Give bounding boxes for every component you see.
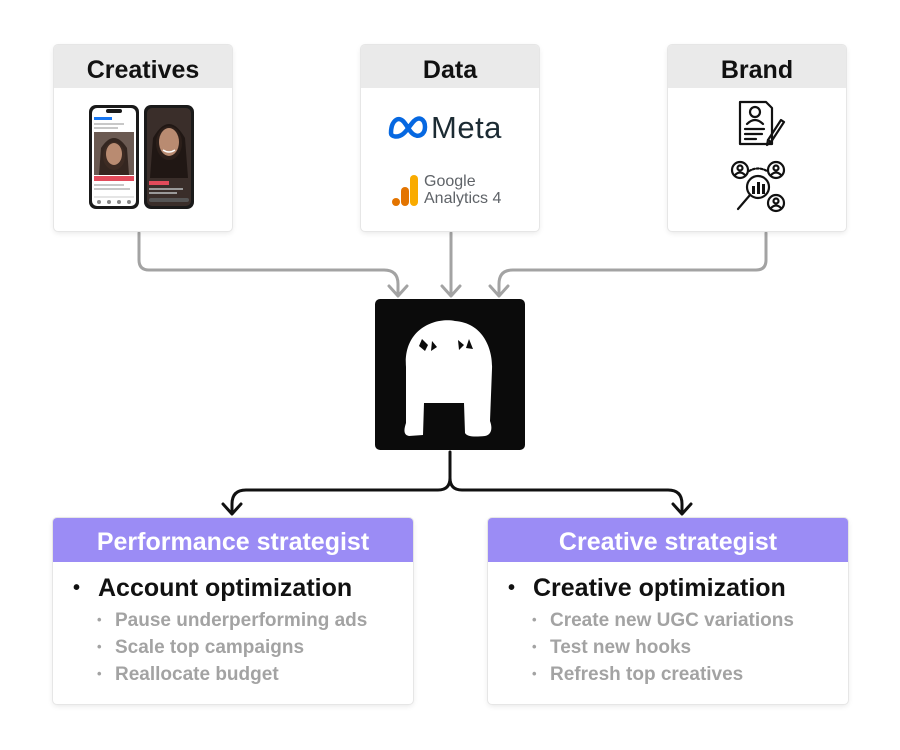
list-item: • Create new UGC variations	[532, 610, 794, 632]
arrowhead-data	[440, 284, 462, 298]
list-item-label: Pause underperforming ads	[115, 610, 368, 631]
creative-main-item: • Creative optimization	[508, 574, 786, 603]
arrowhead-brand	[488, 284, 510, 298]
list-item-label: Refresh top creatives	[550, 664, 744, 685]
list-item: • Reallocate budget	[97, 664, 279, 686]
bullet-icon: •	[97, 666, 102, 681]
list-item: • Scale top campaigns	[97, 637, 304, 659]
audience-analytics-icon	[730, 160, 786, 213]
performance-strategist-card: Performance strategist • Account optimiza…	[53, 518, 413, 704]
creatives-title: Creatives	[54, 45, 232, 88]
list-item: • Test new hooks	[532, 637, 691, 659]
connector-to-performance	[230, 450, 452, 515]
data-title: Data	[361, 45, 539, 88]
ga-line1: Google	[424, 173, 476, 190]
arrowhead-creative	[671, 502, 693, 516]
brand-card: Brand	[668, 45, 846, 231]
connector-to-creative	[448, 476, 684, 515]
brand-title: Brand	[668, 45, 846, 88]
data-card: Data Meta Google Analytics 4	[361, 45, 539, 231]
connector-creatives	[137, 231, 400, 297]
google-analytics-label: Google Analytics 4	[424, 173, 501, 207]
phone-ad-previews	[89, 105, 194, 209]
list-item: • Pause underperforming ads	[97, 610, 367, 632]
meta-logo-icon	[388, 116, 428, 139]
list-item: • Refresh top creatives	[532, 664, 743, 686]
bullet-icon: •	[97, 639, 102, 654]
list-item-label: Create new UGC variations	[550, 610, 794, 631]
creatives-card: Creatives	[54, 45, 232, 231]
creative-strategist-card: Creative strategist • Creative optimizati…	[488, 518, 848, 704]
list-item-label: Reallocate budget	[115, 664, 279, 685]
document-signature-icon	[738, 100, 786, 147]
creative-strategist-title: Creative strategist	[488, 518, 848, 562]
bullet-icon: •	[97, 612, 102, 627]
connector-brand	[497, 231, 768, 297]
meta-label: Meta	[431, 110, 502, 145]
bullet-icon: •	[532, 612, 537, 627]
google-analytics-icon	[392, 175, 418, 206]
list-item-label: Scale top campaigns	[115, 637, 305, 658]
list-item-label: Test new hooks	[550, 637, 692, 658]
arrowhead-creatives	[387, 284, 409, 298]
creative-main-label: Creative optimization	[533, 574, 786, 602]
bullet-icon: •	[532, 666, 537, 681]
bullet-icon: •	[532, 639, 537, 654]
arrowhead-performance	[221, 502, 243, 516]
performance-main-item: • Account optimization	[73, 574, 352, 603]
performance-strategist-title: Performance strategist	[53, 518, 413, 562]
bullet-icon: •	[508, 577, 516, 599]
ghost-mascot-icon	[404, 320, 493, 437]
ga-line2: Analytics 4	[424, 190, 502, 207]
bullet-icon: •	[73, 577, 81, 599]
performance-main-label: Account optimization	[98, 574, 353, 602]
agent-box	[375, 299, 525, 450]
